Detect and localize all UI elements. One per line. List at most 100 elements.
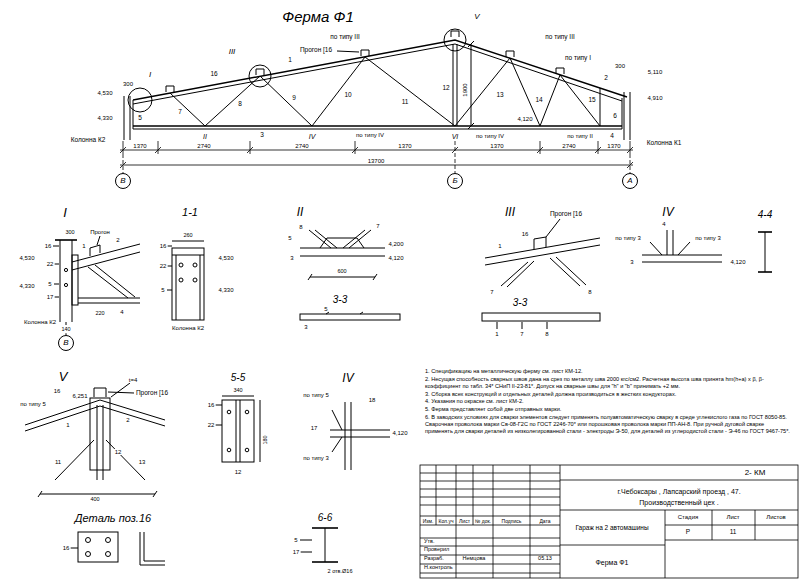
axis-letter: В — [120, 177, 125, 185]
detail-drawings-line — [482, 313, 600, 321]
detail-drawings-line — [167, 246, 172, 290]
truss-elevation-line — [471, 44, 472, 126]
detail-drawings-line — [332, 410, 342, 430]
detail-drawings-line — [245, 410, 249, 414]
title-block-grid-line — [420, 465, 798, 578]
truss-elevation-line — [457, 44, 458, 126]
callout-label: 1900 — [462, 82, 468, 97]
axis-letter: Б — [452, 177, 457, 185]
callout-label: Ферма Ф1 — [595, 559, 630, 566]
callout-label: 2- КМ — [744, 469, 767, 477]
detail-drawings-line — [308, 274, 377, 280]
detail-drawings-line — [673, 230, 674, 255]
callout-label: 300 — [64, 230, 75, 236]
detail-drawings-line — [172, 241, 204, 242]
callout-label: 5,110 — [647, 69, 664, 75]
callout-label: Прогон [16 — [135, 390, 169, 397]
callout-label: 3 — [303, 324, 308, 330]
callout-label: Гараж на 2 автомашины — [574, 525, 649, 532]
callout-label: Разраб. — [423, 556, 445, 562]
callout-label: 4 — [661, 221, 666, 227]
axis-letter: А — [627, 177, 632, 185]
callout-label: Подпись — [501, 519, 523, 524]
detail-drawings-line — [765, 232, 766, 272]
detail-drawings-line — [240, 400, 241, 462]
callout-label: 13 — [495, 92, 504, 99]
detail-drawings-line — [172, 248, 204, 320]
detail-drawings-line — [78, 298, 140, 299]
callout-label: 4,120 — [516, 116, 533, 122]
dimension-lines-line — [123, 141, 630, 154]
detail-drawings-line — [300, 256, 385, 257]
detail-drawings-line — [227, 448, 231, 452]
note-text: 1. Спецификацию на металлическую ферму с… — [425, 368, 793, 375]
detail-drawings-line — [310, 277, 375, 278]
detail-drawings-line — [40, 494, 155, 495]
callout-label: 12 — [441, 85, 450, 92]
callout-label: I — [148, 71, 152, 79]
detail-drawings-line — [349, 230, 371, 248]
detail-drawings-line — [351, 402, 352, 470]
truss-elevation-line — [124, 96, 125, 140]
callout-label: II — [296, 206, 305, 218]
callout-label: 2 — [115, 237, 120, 243]
title-block-grid-line — [420, 473, 560, 573]
callout-label: Прогон — [89, 229, 111, 235]
callout-label: 4,530 — [96, 90, 113, 96]
truss-elevation-line — [133, 125, 622, 126]
truss-elevation-line — [312, 57, 365, 126]
detail-drawings-line — [245, 448, 249, 452]
axis-circle: А — [622, 173, 638, 189]
callout-label: 5 — [47, 281, 52, 287]
callout-label: 12 — [114, 449, 123, 455]
callout-label: 2740 — [294, 143, 309, 149]
callout-label: Проверил — [423, 547, 450, 553]
axis-circle: Б — [447, 173, 463, 189]
callout-label: № док. — [474, 519, 492, 524]
detail-drawings-line — [86, 538, 91, 543]
callout-label: 4,530 — [18, 255, 35, 261]
callout-label: по типу III — [329, 34, 361, 41]
axis-letter: В — [63, 339, 68, 347]
truss-elevation-line — [170, 93, 205, 126]
callout-label: 180 — [263, 434, 269, 445]
detail-drawings-line — [176, 255, 177, 320]
callout-label: 7 — [519, 331, 524, 337]
callout-label: 3 — [289, 255, 294, 261]
callout-label: 12 — [234, 469, 243, 475]
detail-drawings-line — [507, 261, 534, 287]
callout-label: по типу IV — [355, 132, 385, 138]
callout-label: 9 — [291, 95, 297, 102]
callout-label: 11 — [729, 529, 738, 536]
truss-elevation-line — [133, 44, 622, 104]
note-text: 2. Несущая способность сварных швов дана… — [425, 376, 793, 390]
detail-drawings-line — [140, 532, 165, 565]
callout-label: 16 — [53, 388, 62, 394]
callout-label: t=4 — [128, 377, 139, 383]
detail-drawings-line — [78, 532, 118, 562]
callout-label: по типу III — [544, 34, 576, 41]
callout-label: 7 — [489, 289, 494, 295]
callout-label: 4 — [119, 309, 124, 315]
dimension-lines-line — [123, 141, 630, 173]
detail-drawings-line — [332, 437, 342, 452]
title-block-grid — [420, 465, 798, 578]
truss-elevation-line — [133, 129, 622, 130]
callout-label: 300 — [614, 63, 626, 69]
truss-elevation-line — [622, 98, 623, 129]
detail-drawings-line — [320, 238, 364, 248]
callout-label: 11 — [54, 459, 62, 465]
truss-elevation-line — [166, 31, 564, 92]
callout-label: 5 — [293, 537, 298, 543]
detail-drawings-line — [642, 255, 722, 256]
detail-drawings-line — [236, 400, 237, 462]
callout-label: 1370 — [489, 143, 504, 149]
detail-drawings-line — [72, 255, 78, 305]
callout-label: 8 — [298, 224, 303, 230]
callout-label: Лист — [725, 514, 740, 520]
callout-label: 4,120 — [729, 259, 746, 265]
callout-label: 1 — [65, 422, 70, 428]
callout-label: 22 — [159, 263, 168, 269]
detail-drawings-line — [546, 219, 560, 237]
